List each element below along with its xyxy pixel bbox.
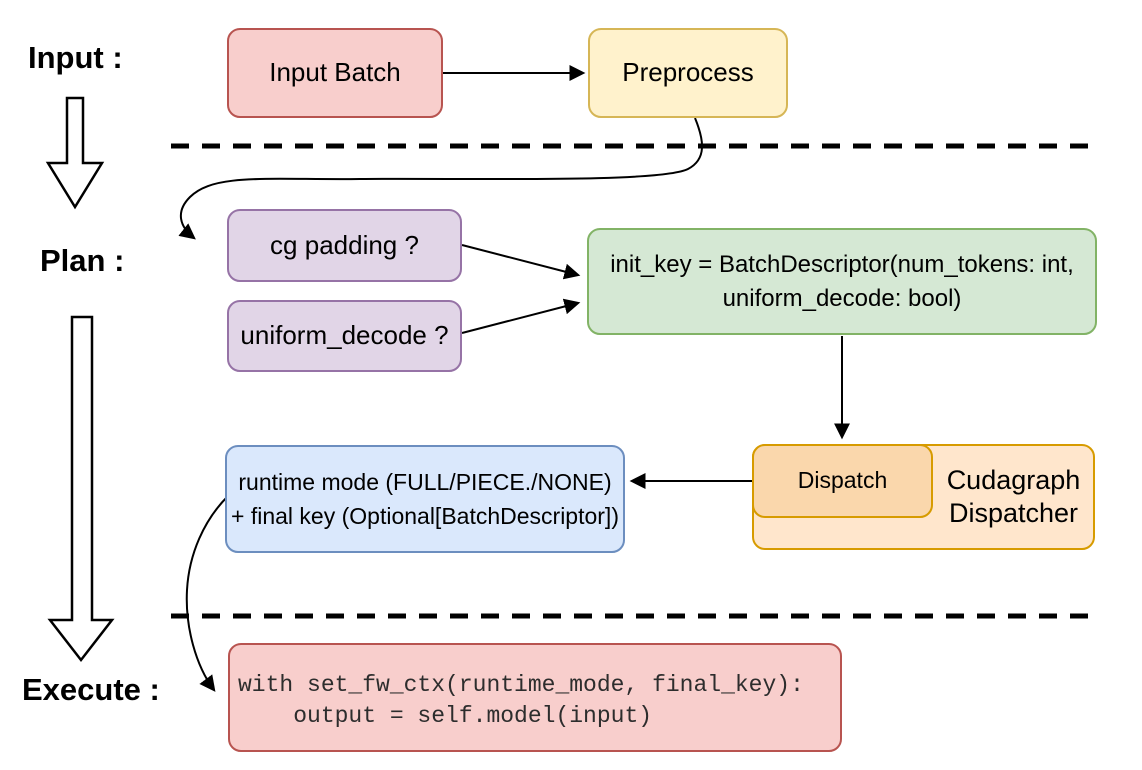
node-input-batch-label: Input Batch: [269, 57, 401, 88]
node-uniform-decode: uniform_decode ?: [227, 300, 462, 372]
curve-runtime-mode-to-execute-code: [185, 495, 229, 692]
node-preprocess-label: Preprocess: [622, 57, 754, 88]
node-input-batch: Input Batch: [227, 28, 443, 118]
arrow-cg-padding-to-init-key: [461, 244, 581, 280]
node-init-key-line2: uniform_decode: bool): [722, 284, 962, 312]
node-runtime-mode-line1: runtime mode (FULL/PIECE./NONE): [238, 469, 612, 495]
node-cg-padding: cg padding ?: [227, 209, 462, 282]
stage-label-plan: Plan :: [40, 243, 125, 278]
node-cudagraph-dispatcher-label: Cudagraph Dispatcher: [932, 444, 1095, 550]
node-execute-code: with set_fw_ctx(runtime_mode, final_key)…: [228, 643, 842, 752]
execute-code-line1: with set_fw_ctx(runtime_mode, final_key)…: [238, 671, 804, 698]
node-init-key-line1: init_key = BatchDescriptor(num_tokens: i…: [610, 250, 1074, 278]
node-runtime-mode: runtime mode (FULL/PIECE./NONE) + final …: [225, 445, 625, 553]
node-dispatch-label: Dispatch: [797, 467, 888, 494]
node-dispatch: Dispatch: [752, 444, 933, 518]
node-preprocess: Preprocess: [588, 28, 788, 118]
stage-label-input: Input :: [28, 40, 123, 75]
arrow-uniform-decode-to-init-key: [461, 298, 581, 334]
input-stage-down-arrow-icon: [45, 96, 105, 210]
node-cg-padding-label: cg padding ?: [270, 229, 419, 260]
node-init-key: init_key = BatchDescriptor(num_tokens: i…: [587, 228, 1097, 335]
cudagraph-label-line1: Cudagraph: [946, 465, 1081, 495]
plan-stage-down-arrow-icon: [47, 315, 115, 663]
node-uniform-decode-label: uniform_decode ?: [240, 320, 449, 351]
execute-code-line2: output = self.model(input): [238, 702, 653, 729]
node-runtime-mode-line2: + final key (Optional[BatchDescriptor]): [231, 503, 619, 529]
cudagraph-label-line2: Dispatcher: [948, 498, 1079, 528]
stage-label-execute: Execute :: [22, 672, 160, 707]
